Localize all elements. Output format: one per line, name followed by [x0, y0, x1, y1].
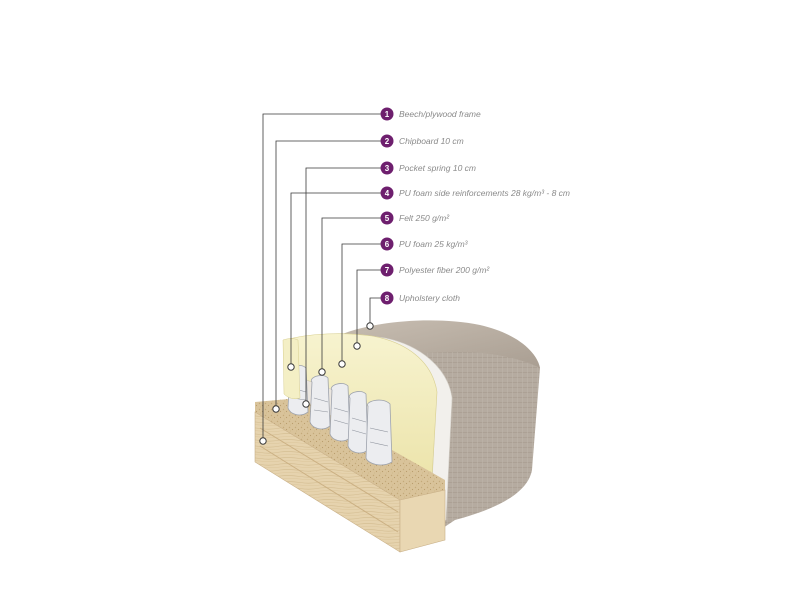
number-badges: 1 2 3 4 5 6 7 8: [380, 107, 394, 305]
beech-frame-side: [399, 489, 446, 553]
badge-number-1: 1: [385, 110, 390, 119]
layer-label-6: PU foam 25 kg/m³: [399, 239, 468, 249]
badge-circle-5: [380, 211, 394, 225]
leader-line-3: [305, 167, 381, 403]
spring-seam: [313, 397, 329, 413]
leader-line-7: [356, 269, 381, 345]
leader-lines: [262, 113, 381, 440]
endpoint-5: [318, 368, 326, 376]
badge-circle-7: [380, 263, 394, 277]
badge-circle-2: [380, 134, 394, 148]
badge-number-3: 3: [385, 164, 390, 173]
badge-circle-4: [380, 186, 394, 200]
leader-endpoints: [259, 322, 374, 445]
pocket-spring: [309, 375, 331, 430]
spring-seam: [333, 407, 349, 425]
endpoint-8: [366, 322, 374, 330]
leader-line-5: [321, 217, 381, 371]
badge-number-7: 7: [385, 266, 390, 275]
upholstery-cover: [355, 321, 540, 528]
badge-number-4: 4: [385, 189, 390, 198]
pocket-spring: [365, 399, 393, 466]
badge-circle-1: [380, 107, 394, 121]
endpoint-6: [338, 360, 346, 368]
layer-label-8: Upholstery cloth: [399, 293, 460, 303]
spring-seam: [351, 417, 367, 435]
pocket-spring: [329, 383, 351, 442]
layer-label-2: Chipboard 10 cm: [399, 136, 464, 146]
endpoint-7: [353, 342, 361, 350]
leader-line-1: [262, 113, 381, 440]
leader-line-6: [341, 243, 381, 363]
pocket-spring: [347, 391, 369, 454]
badge-circle-3: [380, 161, 394, 175]
layer-label-1: Beech/plywood frame: [399, 109, 481, 119]
layer-label-5: Felt 250 g/m²: [399, 213, 450, 223]
endpoint-2: [272, 405, 280, 413]
endpoint-4: [287, 363, 295, 371]
spring-seam: [369, 427, 389, 447]
badge-number-8: 8: [385, 294, 390, 303]
frame-rail-line: [259, 445, 399, 533]
endpoint-1: [259, 437, 267, 445]
leader-line-8: [369, 297, 381, 325]
layer-label-4: PU foam side reinforcements 28 kg/m³ - 8…: [399, 188, 571, 198]
badge-number-6: 6: [385, 240, 390, 249]
badge-number-5: 5: [385, 214, 390, 223]
frame-rail-line: [259, 427, 399, 513]
badge-circle-8: [380, 291, 394, 305]
leader-line-4: [290, 192, 381, 366]
endpoint-3: [302, 400, 310, 408]
badge-circle-6: [380, 237, 394, 251]
layer-label-3: Pocket spring 10 cm: [399, 163, 477, 173]
layer-label-7: Polyester fiber 200 g/m²: [399, 265, 490, 275]
badge-number-2: 2: [385, 137, 390, 146]
leader-line-2: [275, 140, 381, 408]
